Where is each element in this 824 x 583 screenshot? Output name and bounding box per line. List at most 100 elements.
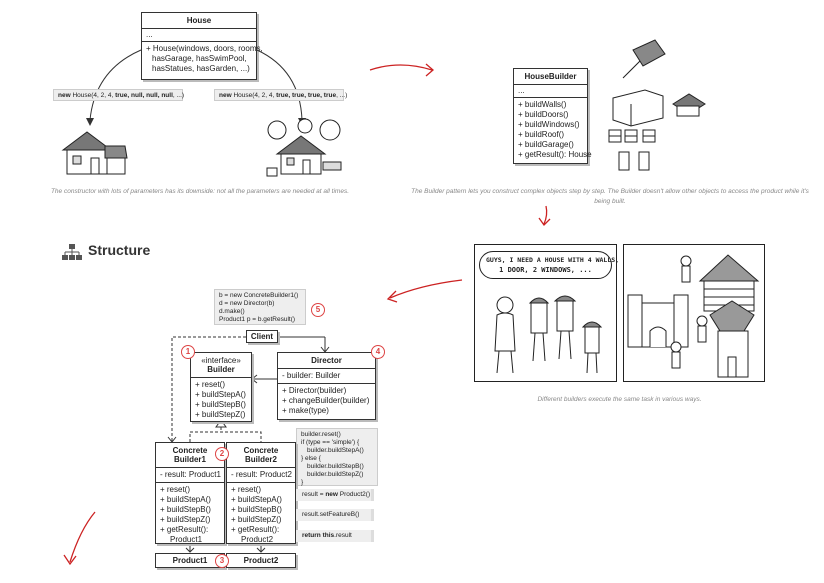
client-note-line-4: Product1 p = b.getResult(): [219, 316, 296, 323]
hb-method-1: + buildWalls(): [518, 100, 567, 109]
director-fields: - builder: Builder: [278, 369, 375, 384]
director-note-line-1: builder.reset(): [301, 431, 341, 438]
constructor-call-right: new House(4, 2, 4, true, true, true, tru…: [214, 89, 347, 101]
builder-method-4: + buildStepZ(): [195, 410, 246, 419]
cb1-method-5: + getResult():: [160, 525, 209, 534]
house-class-methods: + House(windows, doors, rooms, hasGarage…: [142, 42, 263, 76]
house-method-line-1: + House(windows, doors, rooms,: [146, 44, 263, 53]
product1-box: Product1: [155, 553, 225, 568]
hierarchy-icon: [62, 244, 82, 260]
cb1-title-line-2: Builder1: [173, 455, 206, 464]
concrete-builder-2-methods: + reset() + buildStepA() + buildStepB() …: [227, 483, 295, 547]
director-note-line-6: builder.buildStepZ(): [307, 471, 364, 478]
fancy-house-illustration: [266, 118, 342, 177]
director-method-3: + make(type): [282, 406, 329, 415]
cb1-method-2: + buildStepA(): [160, 495, 211, 504]
director-note-line-2: if (type == 'simple') {: [301, 439, 360, 446]
builder-interface-box: «interface» Builder + reset() + buildSte…: [190, 352, 252, 422]
cb2-title-line-1: Concrete: [243, 446, 279, 455]
house-builder-methods: + buildWalls() + buildDoors() + buildWin…: [514, 98, 592, 162]
director-methods: + Director(builder) + changeBuilder(buil…: [278, 384, 375, 418]
director-make-note: builder.reset() if (type == 'simple') { …: [296, 428, 378, 486]
director-box: Director - builder: Builder + Director(b…: [277, 352, 376, 420]
client-note-line-2: d = new Director(b): [219, 300, 275, 307]
cb1-method-1: + reset(): [160, 485, 191, 494]
builder-method-1: + reset(): [195, 380, 226, 389]
cb1-method-4: + buildStepZ(): [160, 515, 211, 524]
hb-method-6: + getResult(): House: [518, 150, 592, 159]
builder-method-3: + buildStepB(): [195, 400, 246, 409]
director-method-2: + changeBuilder(builder): [282, 396, 370, 405]
director-note-line-7: }: [301, 479, 304, 486]
caption-builder: The Builder pattern lets you construct c…: [411, 188, 809, 205]
director-field-1: - builder: Builder: [282, 371, 341, 380]
concrete-builder-2-title: Concrete Builder2: [227, 443, 295, 468]
marker-1: 1: [181, 345, 195, 359]
house-class-fields: ...: [142, 29, 256, 42]
cb2-method-3: + buildStepB(): [231, 505, 282, 514]
builder-interface-header: «interface» Builder: [191, 353, 251, 378]
concrete-builder-2-box: Concrete Builder2 - result: Product2 + r…: [226, 442, 296, 544]
marker-2: 2: [215, 447, 229, 461]
house-builder-box: HouseBuilder ... + buildWalls() + buildD…: [513, 68, 592, 164]
house-builder-fields: ...: [514, 85, 587, 98]
cb2-method-6: Product2: [241, 535, 274, 544]
comic-panel-left: GUYS, I NEED A HOUSE WITH 4 WALLS, 1 DOO…: [474, 244, 620, 382]
getresult-code-note: return this.result: [296, 530, 374, 542]
hb-method-3: + buildWindows(): [518, 120, 580, 129]
hb-method-2: + buildDoors(): [518, 110, 569, 119]
constructor-call-left: new House(4, 2, 4, true, null, null, nul…: [53, 89, 184, 101]
cb2-method-1: + reset(): [231, 485, 262, 494]
hb-method-4: + buildRoof(): [518, 130, 565, 139]
concrete-builder-1-fields: - result: Product1: [156, 468, 224, 483]
cb1-method-6: Product1: [170, 535, 203, 544]
houses-built-drawing: [627, 254, 760, 378]
director-method-1: + Director(builder): [282, 386, 347, 395]
comic-panel-right: [623, 244, 765, 382]
speech-line-2: 1 DOOR, 2 WINDOWS, ...: [499, 266, 592, 274]
concrete-builder-1-methods: + reset() + buildStepA() + buildStepB() …: [156, 483, 224, 547]
cb2-method-2: + buildStepA(): [231, 495, 282, 504]
client-label: Client: [250, 332, 274, 341]
cb2-title-line-2: Builder2: [244, 455, 277, 464]
cb1-title-line-1: Concrete: [172, 446, 208, 455]
client-box: Client: [246, 330, 278, 343]
cb2-method-5: + getResult():: [231, 525, 280, 534]
stepb-code-note: result.setFeatureB(): [296, 509, 374, 521]
director-note-line-3: builder.buildStepA(): [307, 447, 364, 454]
builder-interface-title: Builder: [207, 365, 235, 374]
cb2-method-4: + buildStepZ(): [231, 515, 282, 524]
client-note-line-1: b = new ConcreteBuilder1(): [219, 292, 299, 299]
simple-house-illustration: [61, 131, 128, 175]
product2-box: Product2: [226, 553, 296, 568]
caption-comic: Different builders execute the same task…: [537, 396, 702, 403]
house-method-line-2: hasGarage, hasSwimPool,: [152, 54, 247, 63]
cb1-method-3: + buildStepB(): [160, 505, 211, 514]
builder-method-2: + buildStepA(): [195, 390, 246, 399]
structure-title: Structure: [88, 242, 151, 258]
builder-stereotype: «interface»: [201, 356, 241, 365]
speech-line-1: GUYS, I NEED A HOUSE WITH 4 WALLS,: [486, 256, 620, 264]
concrete-builder-2-fields: - result: Product2: [227, 468, 295, 483]
house-class-title: House: [142, 13, 256, 29]
house-class-box: House ... + House(windows, doors, rooms,…: [141, 12, 263, 80]
concrete-builder-1-title: Concrete Builder1: [156, 443, 224, 468]
concrete-builder-1-box: Concrete Builder1 - result: Product1 + r…: [155, 442, 225, 544]
hb-method-5: + buildGarage(): [518, 140, 574, 149]
caption-constructor: The constructor with lots of parameters …: [50, 188, 350, 195]
cb2-field-1: - result: Product2: [231, 470, 292, 479]
director-title: Director: [278, 353, 375, 369]
house-builder-title: HouseBuilder: [514, 69, 587, 85]
marker-5: 5: [311, 303, 325, 317]
director-note-line-5: builder.buildStepB(): [307, 463, 364, 470]
builder-interface-methods: + reset() + buildStepA() + buildStepB() …: [191, 378, 251, 422]
comic-speech-bubble: GUYS, I NEED A HOUSE WITH 4 WALLS, 1 DOO…: [479, 251, 620, 279]
reset-code-note: result = new Product2(): [296, 489, 374, 501]
house-method-line-3: hasStatues, hasGarden, ...): [152, 64, 250, 73]
house-parts-illustration: [608, 39, 706, 171]
director-note-line-4: } else {: [301, 455, 321, 462]
marker-4: 4: [371, 345, 385, 359]
